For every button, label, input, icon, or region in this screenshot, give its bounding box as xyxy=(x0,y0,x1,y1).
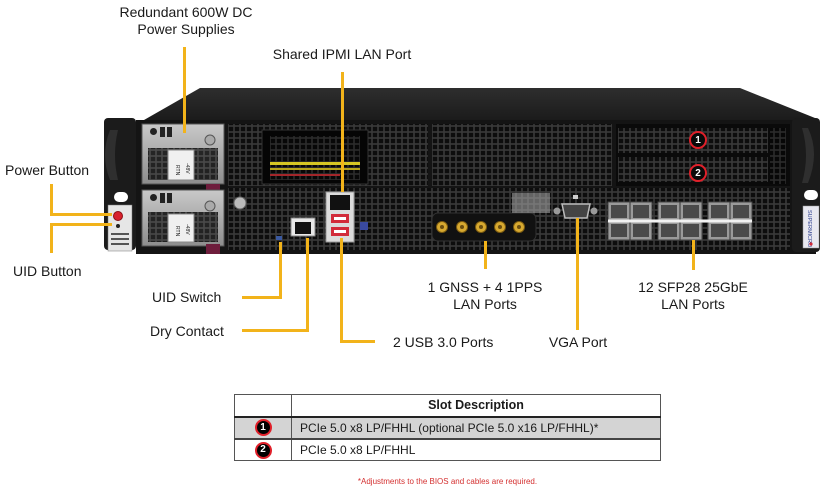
slot-number-cell: 2 xyxy=(234,438,292,461)
usb-ports[interactable] xyxy=(331,214,349,236)
label-power-supplies-line1: Redundant 600W DC xyxy=(119,4,253,20)
uid-switch[interactable] xyxy=(276,236,282,240)
slot-description-cell: PCIe 5.0 x8 LP/FHHL xyxy=(291,438,661,461)
power-button[interactable] xyxy=(113,211,123,221)
slot-description-cell: PCIe 5.0 x8 LP/FHHL (optional PCIe 5.0 x… xyxy=(291,416,661,440)
upper-expansion-area xyxy=(228,124,790,186)
leader-line-usb-h xyxy=(340,340,375,343)
power-supply-1: RTN -48V xyxy=(141,123,225,194)
chassis-top-cover xyxy=(130,88,815,130)
psu-2-release-handle[interactable] xyxy=(206,244,220,254)
label-sfp-line1: 12 SFP28 25GbE xyxy=(638,279,748,295)
slot-badge: 2 xyxy=(254,441,272,459)
dry-contact-port[interactable] xyxy=(290,217,316,237)
label-ipmi-lan-port: Shared IPMI LAN Port xyxy=(272,46,412,62)
psu-label-48v: -48V xyxy=(184,224,190,235)
leader-line-uid-button-h xyxy=(50,223,112,226)
uid-button[interactable] xyxy=(116,224,120,228)
vga-port[interactable] xyxy=(553,195,598,219)
label-sfp-ports: 12 SFP28 25GbE LAN Ports xyxy=(618,279,768,313)
psu-1-release-handle[interactable] xyxy=(206,184,220,194)
leader-line-uid-button-v xyxy=(50,223,53,253)
slot-marker-1: 1 xyxy=(689,131,707,149)
leader-line-dry-contact-h xyxy=(242,329,309,332)
leader-line-usb-v xyxy=(340,238,343,342)
front-control-panel xyxy=(107,204,133,252)
gnss-1pps-ports[interactable] xyxy=(431,212,537,242)
label-uid-switch: UID Switch xyxy=(152,289,222,305)
label-power-button: Power Button xyxy=(5,162,90,178)
sfp28-ports[interactable] xyxy=(607,201,753,241)
server-rear-view: RTN -48V RTN -48V xyxy=(104,88,820,254)
table-row: 1 PCIe 5.0 x8 LP/FHHL (optional PCIe 5.0… xyxy=(234,416,661,440)
slot-badge: 1 xyxy=(254,419,272,437)
header-slot-number xyxy=(234,394,292,418)
table-row: 2 PCIe 5.0 x8 LP/FHHL xyxy=(234,438,661,461)
label-power-supplies: Redundant 600W DC Power Supplies xyxy=(100,4,272,38)
slot-marker-2: 2 xyxy=(689,164,707,182)
ipmi-lan-port[interactable] xyxy=(330,195,350,210)
label-gnss-line2: LAN Ports xyxy=(453,296,517,312)
right-rack-ear: SUPERMICRO xyxy=(792,118,820,252)
leader-line-ipmi xyxy=(341,72,344,192)
leader-line-uid-switch-h xyxy=(242,296,282,299)
leader-line-uid-switch-v xyxy=(279,242,282,299)
leader-line-dry-contact-v xyxy=(306,238,309,332)
leader-line-power-button-h xyxy=(50,213,112,216)
header-slot-description: Slot Description xyxy=(291,394,661,418)
slot-description-table: Slot Description 1 PCIe 5.0 x8 LP/FHHL (… xyxy=(234,394,661,461)
leader-line-sfp xyxy=(692,240,695,270)
psu-label-rtn: RTN xyxy=(174,226,180,237)
label-vga-port: VGA Port xyxy=(548,334,608,350)
label-usb-ports: 2 USB 3.0 Ports xyxy=(393,334,494,350)
table-header-row: Slot Description xyxy=(234,394,661,418)
table-footnote: *Adjustments to the BIOS and cables are … xyxy=(357,477,538,486)
label-gnss-line1: 1 GNSS + 4 1PPS xyxy=(427,279,543,295)
psu-label-rtn: RTN xyxy=(174,165,180,176)
slot-number-cell: 1 xyxy=(234,416,292,440)
leader-line-power-button-v xyxy=(50,184,53,214)
psu-label-48v: -48V xyxy=(184,163,190,174)
label-sfp-line2: LAN Ports xyxy=(661,296,725,312)
power-supply-2: RTN -48V xyxy=(141,189,225,254)
lower-io-area xyxy=(228,188,790,250)
label-power-supplies-line2: Power Supplies xyxy=(137,21,235,37)
label-uid-button: UID Button xyxy=(13,263,82,279)
label-dry-contact: Dry Contact xyxy=(150,323,224,339)
leader-line-gnss xyxy=(484,241,487,269)
leader-line-vga xyxy=(576,218,579,330)
label-gnss-ports: 1 GNSS + 4 1PPS LAN Ports xyxy=(410,279,560,313)
leader-line-power-supplies xyxy=(183,47,186,133)
supermicro-logo: SUPERMICRO xyxy=(806,210,812,248)
